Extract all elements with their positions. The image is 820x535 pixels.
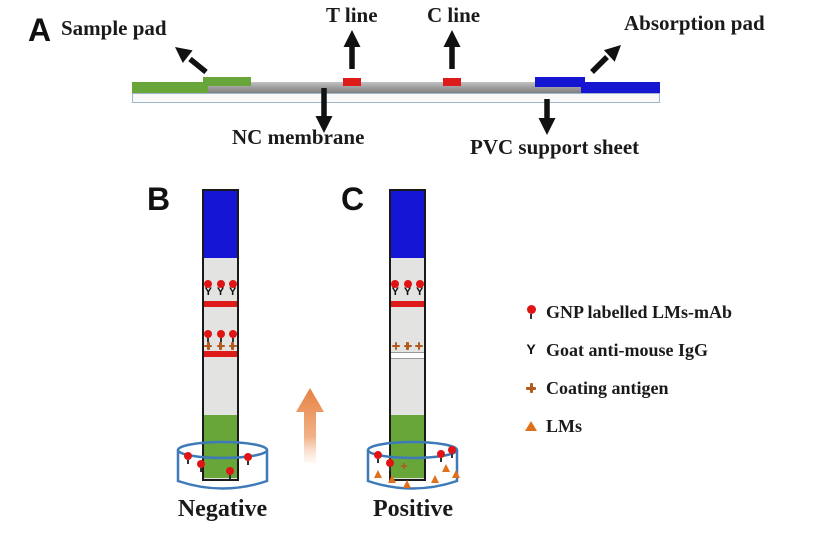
absorption-pad-label: Absorption pad [624, 11, 765, 35]
coating-antigen-icon [400, 462, 408, 470]
c-line-complexes: Y Y Y [204, 280, 237, 298]
c-line-label: C line [427, 3, 481, 27]
igg-antibody-icon: Y [391, 286, 399, 298]
igg-antibody-icon: Y [216, 286, 225, 298]
c-line-arrow [443, 30, 461, 69]
t-line-antigens [391, 342, 424, 350]
c-line-mark [443, 78, 461, 86]
test-strip-positive: Y Y Y [389, 189, 426, 481]
gnp-particle-icon [228, 330, 237, 338]
absorption-pad-arrow [590, 45, 621, 74]
gnp-mab-on-antigen [228, 330, 237, 350]
lm-particle [388, 475, 396, 483]
sample-pad-arrow [175, 47, 208, 75]
c-line-band [391, 301, 424, 307]
lm-particle [403, 480, 411, 488]
gnp-mab-particle [225, 467, 234, 479]
pvc-support-sheet-label: PVC support sheet [470, 135, 640, 159]
legend-label: Coating antigen [546, 377, 669, 398]
gnp-mab-particle [447, 446, 456, 458]
lm-particle [442, 464, 450, 472]
igg-antibody-icon: Y [204, 286, 212, 298]
sample-pad-label: Sample pad [61, 16, 167, 40]
panel-a-label: A [28, 12, 52, 48]
pvc-support-sheet-arrow [538, 99, 556, 135]
gnp-mab-particle [385, 459, 394, 471]
gnp-mab-particle [243, 453, 252, 465]
c-line-complexes: Y Y Y [391, 280, 424, 298]
gnp-mab-particle [196, 460, 205, 472]
gnp-particle-icon [216, 330, 225, 338]
coating-antigen-icon [216, 342, 225, 350]
t-line-arrow [343, 30, 361, 69]
t-line-mark [343, 78, 361, 86]
gnp-mab-particle [436, 450, 445, 462]
panel-b-label: B [147, 181, 171, 217]
flow-direction-arrow [296, 388, 324, 463]
positive-caption: Positive [373, 496, 453, 522]
lm-particle [374, 470, 382, 478]
legend-label: LMs [546, 415, 582, 436]
legend-item-antigen: Coating antigen [520, 376, 810, 400]
legend-item-gnp-mab: GNP labelled LMs-mAb [520, 300, 810, 324]
igg-antibody-icon: Y [403, 286, 412, 298]
gnp-particle-icon [204, 330, 213, 338]
legend-item-lms: LMs [520, 414, 810, 438]
gnp-mab-particle [373, 451, 382, 463]
gnp-mab-on-igg: Y [216, 280, 225, 298]
gnp-particle-icon [228, 280, 237, 288]
lms-icon [520, 421, 542, 431]
gnp-mab-icon [520, 305, 542, 319]
goat-anti-mouse-igg-icon: Y [526, 341, 536, 357]
t-line-complexes [204, 330, 237, 350]
igg-antibody-icon: Y [416, 286, 424, 298]
mab-stem-icon [231, 338, 234, 342]
absorption-pad [581, 82, 660, 93]
legend: GNP labelled LMs-mAb Y Goat anti-mouse I… [520, 300, 810, 438]
panel-c-label: C [341, 181, 365, 217]
gnp-particle-icon [415, 280, 424, 288]
coating-antigen-icon [204, 342, 213, 350]
lm-particle [431, 475, 439, 483]
gnp-particle-icon [403, 280, 412, 288]
coating-antigen-icon [403, 342, 412, 350]
negative-caption: Negative [177, 496, 268, 522]
sample-pad [132, 82, 208, 93]
gnp-particle-icon [204, 280, 213, 288]
strip-sample-pad [391, 415, 424, 478]
gnp-particle-icon [391, 280, 400, 288]
strip-absorption-pad [204, 191, 237, 258]
mab-stem-icon [207, 338, 210, 342]
coating-antigen-icon [520, 383, 542, 393]
gnp-mab-on-antigen [204, 330, 213, 350]
mab-stem-icon [219, 338, 222, 342]
sample-pad-overlap [203, 77, 251, 86]
coating-antigen-icon [228, 342, 237, 350]
strip-absorption-pad [391, 191, 424, 258]
legend-item-igg: Y Goat anti-mouse IgG [520, 338, 810, 362]
gnp-mab-on-igg: Y [204, 280, 213, 298]
coating-antigen-icon [415, 342, 423, 350]
nc-membrane-label: NC membrane [232, 125, 365, 149]
legend-label: Goat anti-mouse IgG [546, 339, 708, 360]
lm-particle [452, 470, 460, 478]
gnp-mab-on-igg: Y [403, 280, 412, 298]
pvc-support-sheet [132, 93, 660, 103]
test-strip-negative: Y Y Y [202, 189, 239, 481]
c-line-band [204, 301, 237, 307]
absorption-pad-overlap [535, 77, 585, 87]
gnp-mab-on-igg: Y [415, 280, 424, 298]
igg-antibody-icon: Y [229, 286, 237, 298]
t-line-blank-band [391, 352, 424, 359]
t-line-band [204, 351, 237, 357]
gnp-mab-on-antigen [216, 330, 225, 350]
t-line-label: T line [326, 3, 378, 27]
gnp-mab-on-igg: Y [228, 280, 237, 298]
gnp-mab-on-igg: Y [391, 280, 400, 298]
gnp-mab-particle [183, 452, 192, 464]
coating-antigen-icon [392, 342, 400, 350]
nc-membrane-strip [200, 82, 585, 93]
legend-label: GNP labelled LMs-mAb [546, 301, 733, 322]
gnp-particle-icon [216, 280, 225, 288]
